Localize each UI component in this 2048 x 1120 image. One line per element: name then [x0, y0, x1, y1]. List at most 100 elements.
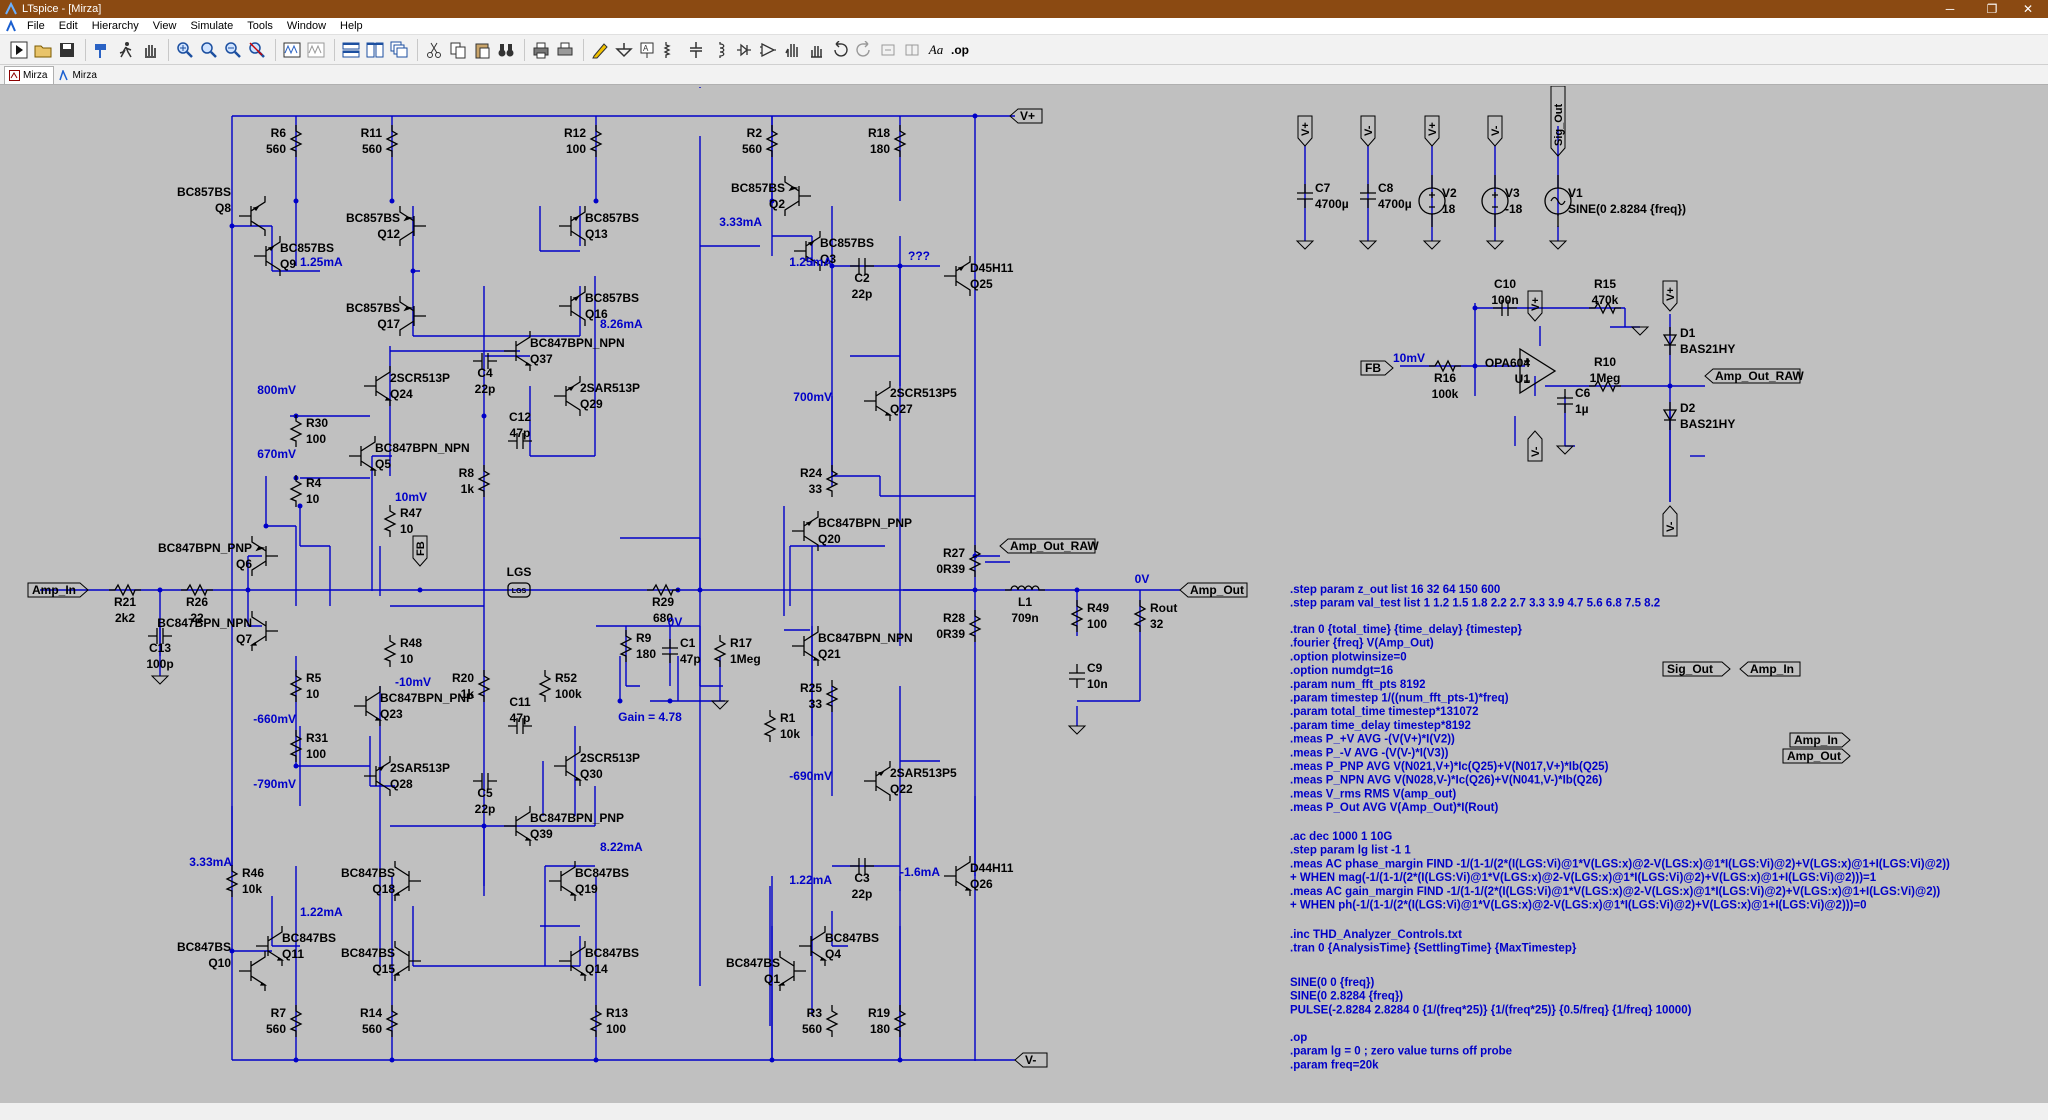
loop-gain-probe[interactable] — [507, 582, 531, 598]
flag-d2-vminus[interactable]: V- — [1662, 505, 1678, 537]
component-q3[interactable] — [794, 231, 821, 271]
save-button[interactable] — [56, 39, 78, 61]
component-q22[interactable] — [864, 761, 891, 801]
component-r29[interactable] — [647, 583, 679, 597]
zoom-in-button[interactable] — [174, 39, 196, 61]
component-r27[interactable] — [968, 545, 982, 577]
component-r31[interactable] — [289, 730, 303, 762]
component-q20[interactable] — [792, 511, 819, 551]
component-q19[interactable] — [549, 861, 578, 901]
component-q18[interactable] — [392, 861, 421, 901]
component-q12[interactable] — [399, 206, 426, 246]
component-q13[interactable] — [559, 206, 586, 246]
print-button[interactable] — [530, 39, 552, 61]
flag-fb-vertical[interactable]: FB — [412, 535, 428, 567]
component-q30[interactable] — [554, 746, 583, 786]
component-c9[interactable] — [1069, 664, 1085, 688]
menu-edit[interactable]: Edit — [58, 20, 78, 32]
menu-help[interactable]: Help — [340, 20, 363, 32]
tab-mirza-waveform[interactable]: Mirza — [54, 66, 102, 84]
component-v2[interactable] — [1418, 175, 1446, 227]
mirror-button[interactable] — [901, 39, 923, 61]
maximize-button[interactable]: ❐ — [1986, 2, 1998, 16]
component-c1[interactable] — [662, 639, 678, 663]
menu-file[interactable]: File — [27, 20, 45, 32]
component-r1[interactable] — [763, 710, 777, 742]
component-q1[interactable] — [777, 951, 806, 991]
flag-sig-out[interactable]: Sig_Out — [1662, 661, 1731, 677]
close-button[interactable]: ✕ — [2022, 2, 2034, 16]
flag-amp-in-3[interactable]: Amp_In — [1789, 732, 1851, 748]
menu-window[interactable]: Window — [286, 20, 327, 32]
label-net-button[interactable]: A — [637, 39, 659, 61]
minimize-button[interactable]: ─ — [1945, 2, 1955, 16]
component-r13[interactable] — [589, 1005, 603, 1037]
component-q17[interactable] — [399, 296, 426, 336]
flag-u1-vminus[interactable]: V- — [1527, 430, 1543, 462]
control-panel-button[interactable] — [91, 39, 113, 61]
tile-horizontal-button[interactable] — [340, 39, 362, 61]
component-r28[interactable] — [968, 610, 982, 642]
component-r14[interactable] — [385, 1005, 399, 1037]
rotate-button[interactable] — [877, 39, 899, 61]
move-button[interactable] — [781, 39, 803, 61]
paste-button[interactable] — [471, 39, 493, 61]
ground-button[interactable] — [613, 39, 635, 61]
component-r48[interactable] — [383, 635, 397, 667]
component-q23[interactable] — [354, 686, 383, 726]
resistor-button[interactable] — [661, 39, 683, 61]
waveform-2-button[interactable] — [305, 39, 327, 61]
drag-button[interactable] — [805, 39, 827, 61]
component-q14[interactable] — [559, 941, 588, 981]
component-r47[interactable] — [383, 505, 397, 537]
diode-button[interactable] — [733, 39, 755, 61]
component-q28[interactable] — [364, 756, 391, 796]
component-r20[interactable] — [477, 670, 491, 702]
component-r26[interactable] — [181, 583, 213, 597]
halt-button[interactable] — [115, 39, 137, 61]
component-r49[interactable] — [1070, 600, 1084, 632]
zoom-pan-button[interactable] — [198, 39, 220, 61]
component-v1[interactable] — [1544, 175, 1572, 227]
component-q29[interactable] — [554, 376, 581, 416]
component-q5[interactable] — [349, 436, 378, 476]
component-q4[interactable] — [799, 926, 828, 966]
find-button[interactable] — [495, 39, 517, 61]
component-r25[interactable] — [825, 680, 839, 712]
component-r4[interactable] — [289, 475, 303, 507]
component-d1[interactable] — [1662, 327, 1678, 355]
component-r17[interactable] — [713, 635, 727, 667]
component-d2[interactable] — [1662, 402, 1678, 430]
flag-amp-in[interactable]: Amp_In — [27, 582, 89, 598]
component-r12[interactable] — [589, 125, 603, 157]
component-r15[interactable] — [1589, 301, 1621, 315]
menu-tools[interactable]: Tools — [247, 20, 273, 32]
flag-fb[interactable]: FB — [1360, 360, 1394, 376]
flag-u1-vplus[interactable]: V+ — [1527, 290, 1543, 322]
component-q11[interactable] — [256, 926, 285, 966]
flag-d1-vplus[interactable]: V+ — [1662, 280, 1678, 312]
component-r18[interactable] — [893, 125, 907, 157]
flag-v3-vminus[interactable]: V- — [1487, 115, 1503, 147]
text-button[interactable]: Aa — [925, 39, 947, 61]
draw-wire-button[interactable] — [589, 39, 611, 61]
spice-directive-button[interactable]: .op — [949, 39, 971, 61]
component-q24[interactable] — [364, 366, 393, 406]
flag-amp-out-raw[interactable]: Amp_Out_RAW — [999, 538, 1099, 554]
flag-amp-out[interactable]: Amp_Out — [1179, 582, 1248, 598]
component-r7[interactable] — [289, 1005, 303, 1037]
component-r6[interactable] — [289, 125, 303, 157]
component-q2[interactable] — [784, 176, 811, 216]
component-c12[interactable] — [508, 433, 532, 449]
component-c4[interactable] — [473, 353, 497, 369]
component-r46[interactable] — [225, 865, 239, 897]
redo-button[interactable] — [853, 39, 875, 61]
tab-mirza-schematic[interactable]: Mirza — [4, 66, 55, 84]
component-r16[interactable] — [1429, 359, 1461, 373]
component-c5[interactable] — [473, 773, 497, 789]
flag-c7-vplus[interactable]: V+ — [1297, 115, 1313, 147]
component-l1[interactable] — [1005, 585, 1045, 591]
menu-view[interactable]: View — [152, 20, 177, 32]
print-setup-button[interactable] — [554, 39, 576, 61]
component-q15[interactable] — [392, 941, 421, 981]
